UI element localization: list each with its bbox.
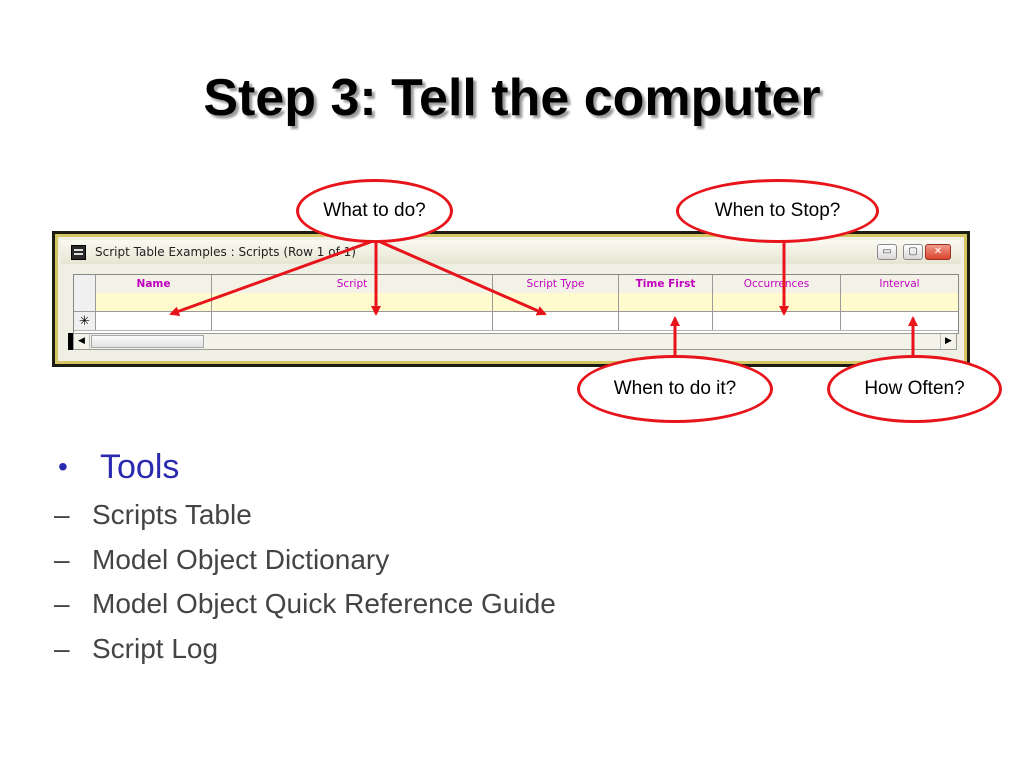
column-header-occurrences[interactable]: Occurrences: [713, 275, 841, 293]
title-bar[interactable]: Script Table Examples : Scripts (Row 1 o…: [61, 240, 961, 264]
new-record-row[interactable]: ✳: [74, 312, 958, 331]
maximize-button[interactable]: ▢: [903, 244, 923, 260]
list-item: Model Object Quick Reference Guide: [54, 582, 556, 627]
tools-sub-list: Scripts Table Model Object Dictionary Mo…: [54, 493, 556, 671]
list-item: Script Log: [54, 627, 556, 672]
scrollbar-cap: [68, 333, 73, 350]
cell-name[interactable]: [96, 293, 212, 311]
list-item: Model Object Dictionary: [54, 538, 556, 583]
header-selector[interactable]: [74, 275, 96, 293]
cell-script[interactable]: [212, 293, 493, 311]
cell-time-first[interactable]: [619, 293, 713, 311]
app-icon[interactable]: [71, 245, 86, 260]
column-header-name[interactable]: Name: [96, 275, 212, 293]
cell-script-type[interactable]: [493, 293, 619, 311]
column-header-script-type[interactable]: Script Type: [493, 275, 619, 293]
scrollbar-thumb[interactable]: [91, 335, 204, 348]
scroll-right-arrow-icon[interactable]: ▶: [940, 334, 956, 349]
callout-when-to-stop: When to Stop?: [676, 179, 879, 243]
callout-how-often: How Often?: [827, 355, 1002, 423]
new-cell-time-first[interactable]: [619, 312, 713, 330]
callout-when-to-do-it: When to do it?: [577, 355, 773, 423]
horizontal-scrollbar[interactable]: ◀ ▶: [68, 333, 957, 350]
cell-interval[interactable]: [841, 293, 958, 311]
new-cell-interval[interactable]: [841, 312, 958, 330]
scripts-grid: Name Script Script Type Time First Occur…: [73, 274, 959, 334]
new-cell-name[interactable]: [96, 312, 212, 330]
new-cell-script[interactable]: [212, 312, 493, 330]
header-row: Name Script Script Type Time First Occur…: [74, 275, 958, 294]
column-header-interval[interactable]: Interval: [879, 278, 920, 290]
table-row[interactable]: [74, 293, 958, 312]
tools-list: Tools Scripts Table Model Object Diction…: [54, 443, 556, 671]
script-table-window: Script Table Examples : Scripts (Row 1 o…: [52, 231, 970, 367]
minimize-button[interactable]: ▭: [877, 244, 897, 260]
new-cell-occurrences[interactable]: [713, 312, 841, 330]
sub-bullets: Scripts Table Model Object Dictionary Mo…: [54, 493, 556, 671]
callout-what-to-do: What to do?: [296, 179, 453, 243]
column-header-time-first[interactable]: Time First: [619, 275, 713, 293]
cell-occurrences[interactable]: [713, 293, 841, 311]
new-row-marker-icon[interactable]: ✳: [74, 312, 96, 330]
new-cell-script-type[interactable]: [493, 312, 619, 330]
row-selector[interactable]: [74, 293, 96, 311]
window-frame: Script Table Examples : Scripts (Row 1 o…: [55, 234, 967, 364]
column-header-script[interactable]: Script: [212, 275, 493, 293]
scroll-left-arrow-icon[interactable]: ◀: [74, 334, 90, 349]
bullet-tools: Tools: [58, 443, 556, 491]
slide-title: Step 3: Tell the computer: [203, 69, 821, 127]
list-item: Scripts Table: [54, 493, 556, 538]
close-button[interactable]: ✕: [925, 244, 951, 260]
window-title: Script Table Examples : Scripts (Row 1 o…: [95, 245, 356, 259]
bullet-tools-label: Tools: [100, 448, 180, 486]
